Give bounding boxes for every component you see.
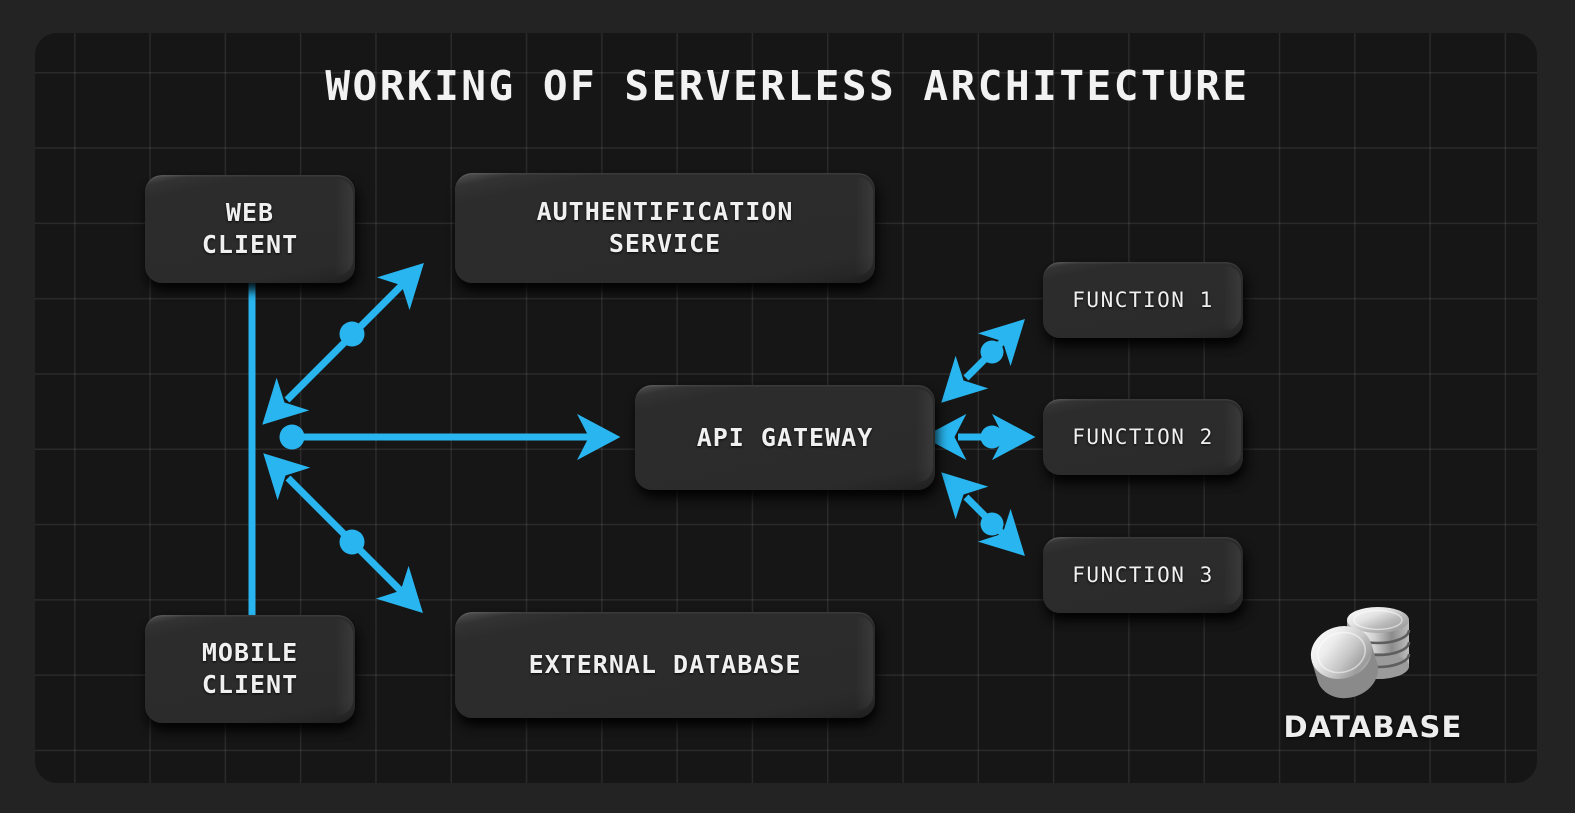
node-function-2[interactable]: FUNCTION 2 — [1043, 399, 1243, 475]
node-authentification-service[interactable]: AUTHENTIFICATION SERVICE — [455, 173, 875, 283]
node-web-client-label: WEB CLIENT — [192, 197, 308, 261]
node-api-gateway-label: API GATEWAY — [696, 422, 874, 452]
node-function-1-label: FUNCTION 1 — [1072, 287, 1214, 312]
node-mobile-client-line2: CLIENT — [201, 670, 299, 699]
node-auth-service-line2: SERVICE — [608, 229, 722, 258]
node-auth-service-label: AUTHENTIFICATION SERVICE — [527, 196, 804, 260]
page-title: WORKING OF SERVERLESS ARCHITECTURE — [325, 62, 1250, 110]
node-api-gateway[interactable]: API GATEWAY — [635, 385, 935, 490]
node-auth-service-line1: AUTHENTIFICATION — [536, 197, 794, 226]
node-mobile-client-label: MOBILE CLIENT — [192, 637, 308, 701]
database-front-disc — [1310, 626, 1378, 699]
node-mobile-client[interactable]: MOBILE CLIENT — [145, 615, 355, 723]
node-function-3-label: FUNCTION 3 — [1072, 562, 1214, 587]
node-web-client[interactable]: WEB CLIENT — [145, 175, 355, 283]
node-web-client-line1: WEB — [225, 198, 275, 227]
node-function-2-label: FUNCTION 2 — [1072, 424, 1214, 449]
database-label: DATABASE — [1283, 710, 1463, 744]
node-function-3[interactable]: FUNCTION 3 — [1043, 537, 1243, 613]
node-mobile-client-line1: MOBILE — [201, 638, 299, 667]
node-external-database-label: EXTERNAL DATABASE — [528, 650, 802, 679]
node-external-database[interactable]: EXTERNAL DATABASE — [455, 612, 875, 718]
node-function-1[interactable]: FUNCTION 1 — [1043, 262, 1243, 338]
database-icon — [1310, 607, 1411, 699]
node-web-client-line2: CLIENT — [201, 230, 299, 259]
